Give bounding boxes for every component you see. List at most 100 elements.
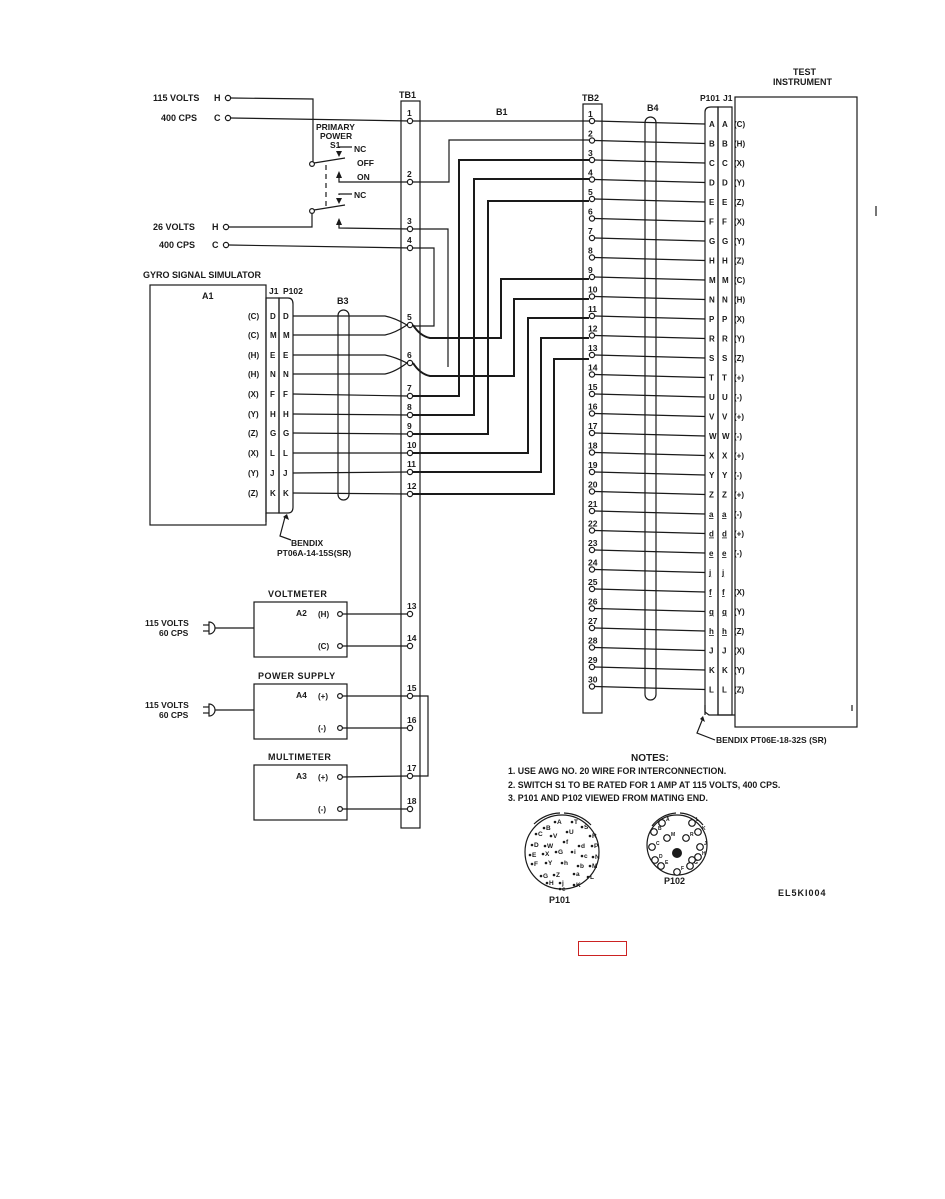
p101-face-pin: d	[577, 843, 585, 850]
svg-text:G: G	[694, 860, 698, 866]
tb2-terminal-post	[588, 254, 596, 261]
tb2-terminal-post	[588, 488, 596, 495]
ti-j1-pin-letter: J	[722, 647, 726, 656]
switch-title-1: PRIMARY	[316, 122, 355, 132]
tb1-terminal-number: 7	[407, 383, 412, 393]
p101-face-pin: c	[580, 853, 588, 860]
terminal-26v-c	[222, 241, 230, 249]
p102-face-pin: C	[648, 841, 660, 851]
p101-label: P101	[700, 93, 720, 103]
tb1-terminal: 8	[406, 402, 414, 419]
p101-pin-letter: T	[709, 374, 714, 383]
tb1-terminal: 4	[406, 235, 414, 252]
gyro-pin-signal: (X)	[248, 390, 259, 399]
p101-pin-letter: D	[709, 179, 715, 188]
p101-face-pin: E	[528, 852, 537, 859]
tb2-terminal-number: 11	[588, 304, 597, 314]
p101-face-pin: K	[572, 882, 581, 889]
tb2-terminal-post	[588, 644, 596, 651]
p101-face-pin: X	[541, 851, 550, 858]
p101-pin-letter: W	[709, 432, 717, 441]
gyro-pin-signal: (H)	[248, 370, 259, 379]
ti-pin-signal: (C)	[734, 120, 745, 129]
instrument-title: MULTIMETER	[268, 752, 331, 762]
tb2-terminal: 10	[588, 285, 706, 301]
tb1-terminal-post	[406, 178, 414, 186]
p101-pin-letter: G	[709, 237, 715, 246]
tb2-terminal-post	[588, 507, 596, 515]
gyro-j1-pin: K	[270, 489, 276, 498]
tb2-terminal-number: 1	[588, 109, 593, 119]
tb1-terminal-number: 9	[407, 421, 412, 431]
svg-text:h: h	[564, 860, 568, 867]
highlight-box	[578, 941, 627, 956]
ti-pin-signal: (-)	[734, 510, 742, 519]
tb2-terminal: 5	[588, 187, 706, 203]
ti-pin-signal: (X)	[734, 159, 745, 168]
tb1-terminal-post	[406, 359, 414, 367]
p101-pin-letter: A	[709, 120, 715, 129]
p101-pin-letter: S	[709, 354, 715, 363]
tb1-terminal-post	[406, 805, 414, 813]
p101-face-pin: F	[530, 861, 538, 868]
tb2-terminal-number: 29	[588, 655, 598, 665]
p101-pin-letter: H	[709, 257, 715, 266]
gyro-j1-pin: N	[270, 370, 276, 379]
tb2-terminal-number: 6	[588, 207, 593, 217]
p101-pin-letter: M	[709, 276, 716, 285]
svg-text:A: A	[557, 819, 562, 826]
tb1-terminal: 12	[406, 481, 417, 498]
p102-face-pin: A	[658, 817, 670, 827]
gyro-j1-pin: F	[270, 390, 275, 399]
svg-text:B: B	[658, 826, 662, 832]
ti-pin-signal: (Z)	[734, 686, 745, 695]
tb2-terminal-post	[588, 195, 596, 203]
tb2-terminal-number: 27	[588, 616, 598, 626]
tb2-terminal-number: 22	[588, 519, 598, 529]
cable-b1-label: B1	[496, 107, 508, 117]
tb2-terminal-number: 30	[588, 675, 598, 685]
tb2-terminal: 28	[588, 636, 706, 652]
gyro-connector-line-2: PT06A-14-15S(SR)	[277, 548, 351, 558]
tb2-terminal-post	[588, 215, 596, 222]
instrument-terminal-1: (+)	[318, 692, 328, 701]
tb2-terminal-post	[588, 312, 596, 320]
svg-text:C: C	[656, 841, 660, 847]
tb2-terminal-post	[588, 410, 596, 417]
source-26v-400cps-label: 400 CPS	[159, 240, 195, 250]
tb1-terminal: 9	[406, 421, 414, 438]
svg-text:b: b	[580, 863, 584, 870]
p102-face-pin: J	[696, 841, 707, 851]
svg-text:R: R	[690, 832, 694, 838]
tb2-terminal: 9	[588, 265, 706, 281]
ti-j1-pin-letter: C	[722, 159, 728, 168]
tb1-terminal: 18	[406, 796, 417, 813]
ti-j1-pin-letter: H	[722, 257, 728, 266]
svg-text:G: G	[558, 849, 563, 856]
ti-pin-signal: (-)	[734, 432, 742, 441]
test-instrument: TEST INSTRUMENT P101 J1 BENDIX PT06E-18-…	[696, 67, 858, 745]
tb2-terminal-post	[588, 429, 596, 437]
cable-b4-label: B4	[647, 103, 659, 113]
tb2-terminal-number: 20	[588, 480, 598, 490]
p101-pin-letter: P	[709, 315, 715, 324]
p101-face-pin: i	[570, 849, 576, 856]
tb1-terminal-post	[406, 724, 414, 732]
tb2-terminal: 20	[588, 480, 706, 496]
instrument-terminal-2: (-)	[318, 805, 326, 814]
p102-view-label: P102	[664, 876, 685, 886]
ti-pin-signal: (Z)	[734, 354, 745, 363]
ti-j1-pin-letter: Z	[722, 491, 727, 500]
svg-text:f: f	[566, 839, 569, 846]
tb1-terminal-number: 5	[407, 312, 412, 322]
ti-j1-pin-letter: a	[722, 510, 727, 519]
tb2-terminal-post	[588, 137, 596, 144]
p101-face-pin: R	[588, 833, 597, 840]
